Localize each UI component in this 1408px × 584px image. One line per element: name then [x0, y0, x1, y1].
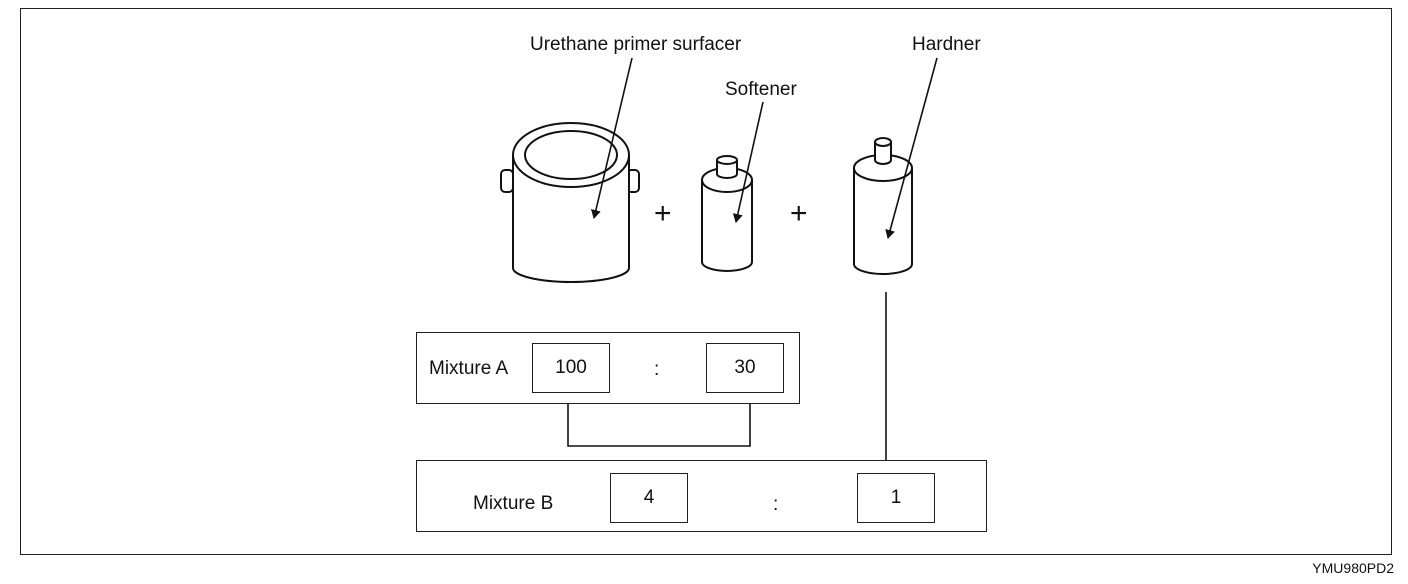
mixture-a-separator: :: [654, 359, 660, 380]
hardener-bottle-icon: [853, 137, 913, 275]
softener-bottle-icon: [701, 155, 753, 272]
plus-sign-1: +: [654, 197, 672, 230]
hardner-arrow: [885, 57, 938, 239]
mixture-b-separator: :: [773, 494, 779, 515]
mixture-a-primer-ratio: 100: [532, 343, 610, 393]
mixture-a-softener-ratio: 30: [706, 343, 784, 393]
urethane-arrow: [590, 57, 633, 219]
plus-sign-2: +: [790, 197, 808, 230]
mixture-a-connector: [567, 403, 751, 447]
mixture-b-hardener-ratio: 1: [857, 473, 935, 523]
mixture-b-box: Mixture B 4 : 1: [416, 460, 987, 532]
mixture-a-label: Mixture A: [429, 358, 509, 379]
mixture-b-mixture-a-ratio: 4: [610, 473, 688, 523]
figure-code: YMU980PD2: [1312, 560, 1394, 576]
mixture-a-box: Mixture A 100 : 30: [416, 332, 800, 404]
softener-arrow: [732, 101, 764, 223]
diagram-frame: [20, 8, 1392, 555]
mixture-b-label: Mixture B: [473, 493, 554, 514]
softener-label: Softener: [725, 79, 797, 100]
hardner-label: Hardner: [912, 34, 981, 55]
urethane-label: Urethane primer surfacer: [530, 34, 742, 55]
paint-can-icon: [500, 122, 640, 283]
